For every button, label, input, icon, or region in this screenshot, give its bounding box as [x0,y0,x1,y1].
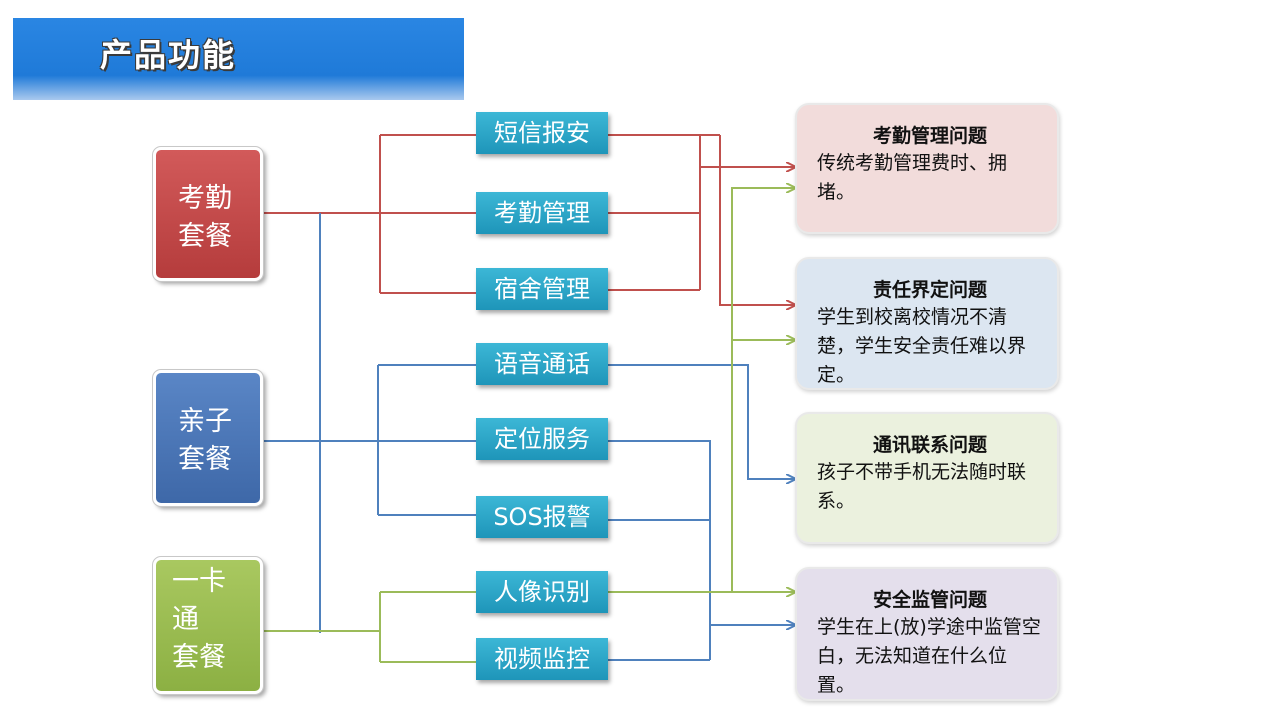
problem-communication: 通讯联系问题 孩子不带手机无法随时联系。 [795,412,1059,544]
package-label: 套餐 [178,221,232,252]
problem-title: 安全监管问题 [872,589,987,611]
feature-sos-alarm: SOS报警 [476,496,608,538]
package-campus-card: 一卡 通 套餐 [152,556,264,695]
attendance-lines [262,134,795,305]
card-lines [262,188,795,663]
feature-dormitory-management: 宿舍管理 [476,268,608,310]
problem-attendance: 考勤管理问题 传统考勤管理费时、拥堵。 [795,103,1059,234]
feature-location-service: 定位服务 [476,418,608,460]
title-bar [13,18,464,100]
package-label: 通 [172,604,199,635]
page-title: 产品功能 [100,36,237,74]
feature-sms-safety: 短信报安 [476,112,608,154]
package-label: 考勤 [178,183,232,214]
package-label: 亲子 [178,406,232,437]
problem-title: 通讯联系问题 [872,434,987,456]
package-attendance: 考勤 套餐 [152,146,264,282]
feature-face-recognition: 人像识别 [476,571,608,613]
package-family: 亲子 套餐 [152,369,264,507]
problem-description: 学生到校离校情况不清楚，学生安全责任难以界定。 [817,306,1027,386]
feature-attendance-management: 考勤管理 [476,192,608,234]
package-label: 套餐 [172,642,226,673]
problem-safety-supervision: 安全监管问题 学生在上(放)学途中监管空白，无法知道在什么位置。 [795,567,1059,701]
feature-voice-call: 语音通话 [476,343,608,385]
feature-video-surveillance: 视频监控 [476,638,608,680]
problem-description: 孩子不带手机无法随时联系。 [817,461,1027,512]
package-label: 套餐 [178,444,232,475]
problem-title: 考勤管理问题 [872,125,987,147]
problem-title: 责任界定问题 [872,279,987,301]
family-lines [262,213,795,661]
problem-description: 传统考勤管理费时、拥堵。 [817,152,1008,203]
problem-description: 学生在上(放)学途中监管空白，无法知道在什么位置。 [817,616,1041,696]
problem-responsibility: 责任界定问题 学生到校离校情况不清楚，学生安全责任难以界定。 [795,257,1059,390]
package-label: 一卡 [172,566,226,597]
